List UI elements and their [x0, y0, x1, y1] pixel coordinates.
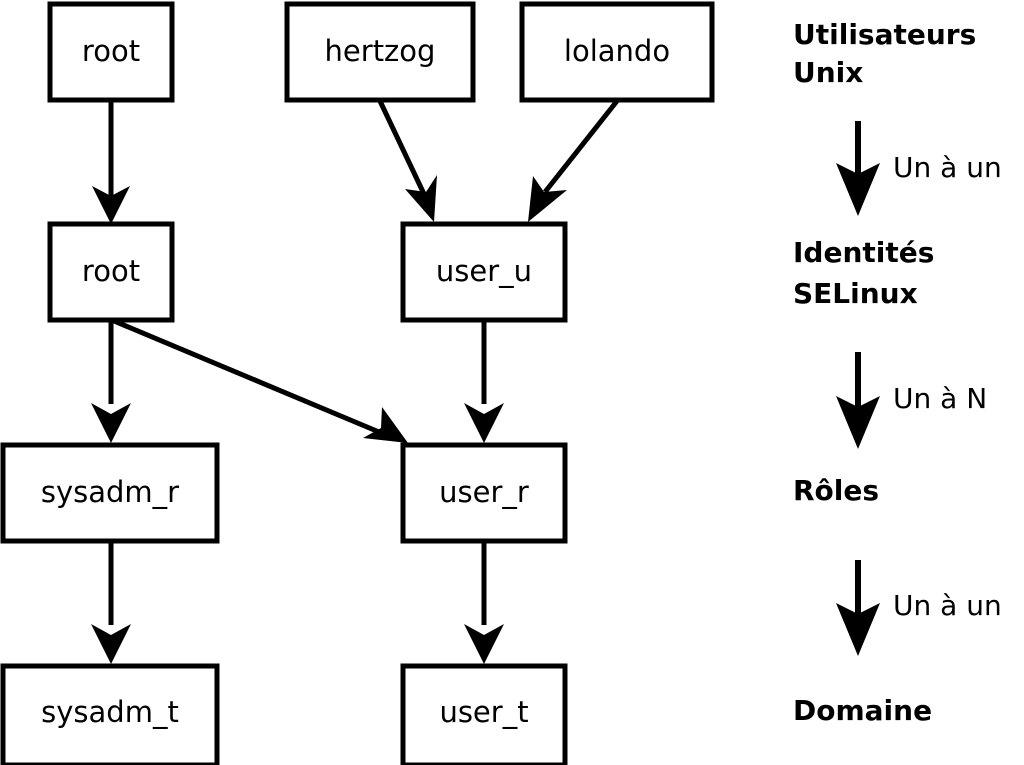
- legend-relation-roles-to-domain: Un à un: [836, 560, 1002, 656]
- arrow-head-icon: [836, 396, 880, 449]
- legend-heading-line2: SELinux: [793, 277, 918, 310]
- legend-relation-label: Un à un: [893, 589, 1002, 622]
- legend-heading-line2: Unix: [793, 56, 863, 89]
- legend-heading-line1: Rôles: [793, 474, 879, 507]
- legend-relation-users-to-identities: Un à un: [836, 121, 1002, 216]
- legend-relation-label: Un à un: [893, 151, 1002, 184]
- node-ident-root[interactable]: root: [47, 221, 175, 323]
- legend-heading-line1: Identités: [793, 236, 934, 269]
- arrow-head-icon: [92, 186, 130, 224]
- legend-layer-roles: Rôles: [793, 474, 879, 507]
- node-role-sysadm[interactable]: sysadm_r: [0, 442, 220, 544]
- legend-layer-selinux-identities: Identités SELinux: [793, 236, 934, 310]
- edge-role-user-to-domain-user: [464, 541, 504, 664]
- arrow-head-icon: [836, 163, 880, 216]
- node-domain-user[interactable]: user_t: [400, 663, 568, 765]
- arrow-head-icon: [464, 624, 504, 664]
- node-unix-hertzog[interactable]: hertzog: [284, 1, 476, 103]
- node-label: user_r: [439, 475, 529, 509]
- edge-unix-lolando-to-ident-user-u: [528, 99, 619, 222]
- node-domain-sysadm[interactable]: sysadm_t: [0, 663, 220, 765]
- arrow-head-icon: [464, 403, 504, 443]
- node-label: root: [82, 254, 140, 288]
- arrow-head-icon: [91, 624, 131, 664]
- edge-ident-root-to-role-user: [113, 318, 408, 443]
- arrow-head-icon: [363, 407, 408, 443]
- node-label: user_u: [436, 254, 532, 288]
- arrow-head-icon: [836, 603, 880, 656]
- node-ident-user-u[interactable]: user_u: [400, 221, 568, 323]
- legend-layer-unix-users: Utilisateurs Unix: [793, 18, 976, 89]
- legend-heading-line1: Domaine: [793, 694, 932, 727]
- node-label: root: [82, 34, 140, 68]
- edge-unix-root-to-ident-root: [92, 100, 130, 224]
- legend-relation-identities-to-roles: Un à N: [836, 352, 987, 449]
- node-label: hertzog: [325, 34, 436, 68]
- edge-ident-root-to-role-sysadm: [91, 320, 131, 443]
- legend-layer-domain: Domaine: [793, 694, 932, 727]
- edge-ident-user-u-to-role-user: [464, 320, 504, 443]
- legend-heading-line1: Utilisateurs: [793, 18, 976, 51]
- node-role-user[interactable]: user_r: [400, 442, 568, 544]
- node-unix-root[interactable]: root: [47, 1, 175, 103]
- legend-relation-label: Un à N: [893, 382, 987, 415]
- arrow-head-icon: [405, 175, 437, 222]
- node-label: sysadm_t: [41, 695, 179, 729]
- node-label: lolando: [564, 34, 670, 68]
- node-label: user_t: [439, 695, 528, 729]
- node-label: sysadm_r: [41, 475, 179, 509]
- node-unix-lolando[interactable]: lolando: [519, 1, 715, 103]
- edge-role-sysadm-to-domain-sysadm: [91, 541, 131, 664]
- edge-unix-hertzog-to-ident-user-u: [377, 99, 437, 222]
- arrow-head-icon: [528, 176, 567, 222]
- arrow-head-icon: [91, 403, 131, 443]
